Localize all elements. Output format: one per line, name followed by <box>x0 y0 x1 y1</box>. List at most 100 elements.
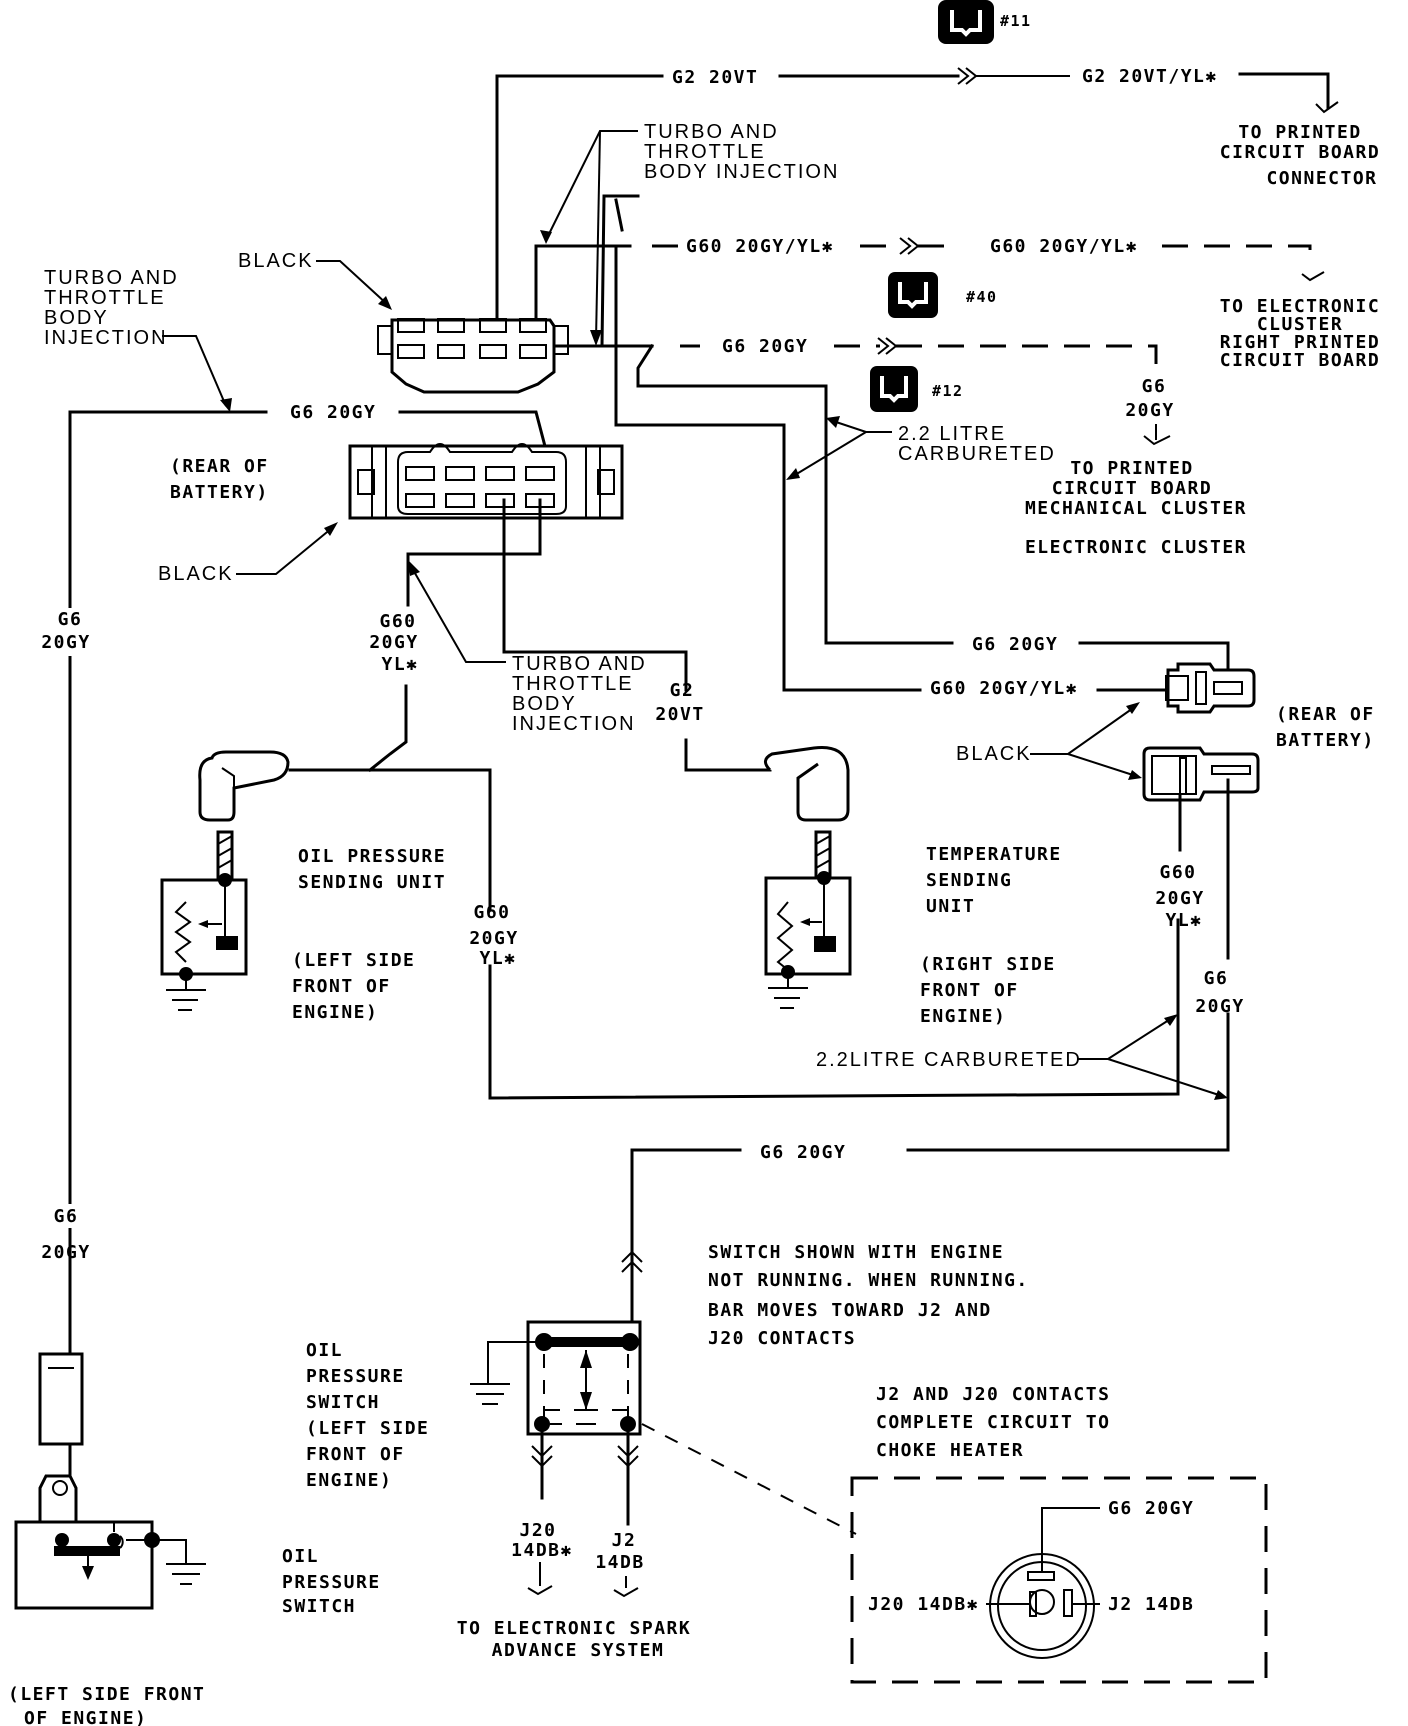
label-right-side-front: (RIGHT SIDE FRONT OF ENGINE) <box>920 954 1054 1027</box>
svg-text:UNIT: UNIT <box>926 896 975 917</box>
label-oil-switch-left: OIL PRESSURE SWITCH (LEFT SIDE FRONT OF … <box>306 1340 429 1491</box>
wire-label-g6-r-1: G6 <box>1204 968 1229 989</box>
in-line-connector-icon <box>377 318 569 394</box>
wire-label-g60-top-left: G60 20GY/YL✱ <box>686 236 834 257</box>
wire-label-j20-1: J20 <box>519 1520 556 1541</box>
label-oil-switch-2: OIL PRESSURE SWITCH <box>282 1546 379 1617</box>
svg-text:20GY: 20GY <box>41 632 90 653</box>
svg-text:FRONT OF: FRONT OF <box>292 976 391 997</box>
label-black-right: BLACK <box>956 743 1032 765</box>
connector-reference-icon <box>888 272 938 318</box>
label-rear-battery-left: (REAR OF BATTERY) <box>170 456 269 503</box>
wire-label-g60-oil-2: 20GY <box>469 928 518 949</box>
label-black-left: BLACK <box>158 563 234 585</box>
choke-detail-box <box>850 1476 1268 1684</box>
svg-text:THROTTLE: THROTTLE <box>512 673 634 695</box>
svg-text:G6: G6 <box>58 609 83 630</box>
wire-label-g2-top-right: G2 20VT/YL✱ <box>1082 66 1218 87</box>
wire-label-g60-r-3: YL✱ <box>1165 910 1202 931</box>
wire-end-icon <box>527 1562 553 1596</box>
svg-text:RIGHT PRINTED: RIGHT PRINTED <box>1220 332 1380 353</box>
svg-text:FRONT OF: FRONT OF <box>306 1444 405 1465</box>
svg-text:(LEFT SIDE: (LEFT SIDE <box>292 950 415 971</box>
svg-text:J2 AND J20 CONTACTS: J2 AND J20 CONTACTS <box>876 1384 1110 1405</box>
label-left-side-front-bottom: (LEFT SIDE FRONT OF ENGINE) <box>8 1684 205 1726</box>
in-line-connector-icon <box>1165 662 1256 714</box>
svg-text:INJECTION: INJECTION <box>512 713 636 735</box>
label-to-spark: TO ELECTRONIC SPARK ADVANCE SYSTEM <box>457 1618 691 1661</box>
wire-g2-top <box>495 67 1339 332</box>
svg-text:OIL PRESSURE: OIL PRESSURE <box>298 846 446 867</box>
connector-icon <box>617 1445 639 1468</box>
wire-label-g6-mid: G6 20GY <box>722 336 808 357</box>
wire-label-g6-switch: G6 20GY <box>760 1142 846 1163</box>
label-carb-bottom: 2.2LITRE CARBURETED <box>816 1049 1082 1071</box>
svg-text:(LEFT SIDE FRONT: (LEFT SIDE FRONT <box>8 1684 205 1705</box>
pressure-switch-icon <box>526 1320 642 1436</box>
svg-text:MECHANICAL CLUSTER: MECHANICAL CLUSTER <box>1025 498 1247 519</box>
wire-label-choke-g6: G6 20GY <box>1108 1498 1194 1519</box>
wire-label-g60-top-right: G60 20GY/YL✱ <box>990 236 1138 257</box>
wire-label-choke-j2: J2 14DB <box>1108 1594 1194 1615</box>
svg-text:(LEFT SIDE: (LEFT SIDE <box>306 1418 429 1439</box>
ground-icon <box>166 974 206 1011</box>
wire-label-g60-r-2: 20GY <box>1155 888 1204 909</box>
wire-label-g60-vert-1: G60 <box>379 611 416 632</box>
wire-label-g6-left-top: G6 20GY <box>290 402 376 423</box>
svg-text:INJECTION: INJECTION <box>44 327 168 349</box>
svg-text:SWITCH: SWITCH <box>282 1596 356 1617</box>
wire-label-g60-oil-3: YL✱ <box>479 948 516 969</box>
svg-text:TO ELECTRONIC SPARK: TO ELECTRONIC SPARK <box>457 1618 691 1639</box>
wire-end-icon <box>613 1576 639 1598</box>
svg-text:BODY: BODY <box>512 693 577 715</box>
svg-text:G6: G6 <box>54 1206 79 1227</box>
wire-label-g2-top: G2 20VT <box>672 67 758 88</box>
pressure-switch-icon <box>14 1474 187 1610</box>
svg-text:BAR MOVES TOWARD J2 AND: BAR MOVES TOWARD J2 AND <box>708 1300 992 1321</box>
svg-text:NOT RUNNING. WHEN RUNNING.: NOT RUNNING. WHEN RUNNING. <box>708 1270 1029 1291</box>
ground-icon <box>166 1563 206 1585</box>
svg-text:J20 CONTACTS: J20 CONTACTS <box>708 1328 856 1349</box>
label-black-top: BLACK <box>238 250 314 272</box>
svg-text:TO PRINTED: TO PRINTED <box>1070 458 1193 479</box>
svg-text:CIRCUIT BOARD: CIRCUIT BOARD <box>1052 478 1212 499</box>
connector-icon <box>621 1250 643 1273</box>
connector-ref-40: #40 <box>966 288 998 306</box>
wire-label-j20-2: 14DB✱ <box>511 1540 573 1561</box>
wire-label-choke-j20: J20 14DB✱ <box>868 1594 979 1615</box>
label-electronic-cluster: ELECTRONIC CLUSTER <box>1025 537 1247 558</box>
svg-text:FRONT OF: FRONT OF <box>920 980 1019 1001</box>
svg-text:2.2 LITRE: 2.2 LITRE <box>898 423 1006 445</box>
wire-label-g2-vert-2: 20VT <box>655 704 704 725</box>
svg-text:(REAR OF: (REAR OF <box>170 456 269 477</box>
ground-icon <box>470 1383 510 1405</box>
svg-text:TURBO AND: TURBO AND <box>44 267 179 289</box>
label-turbo-left: TURBO AND THROTTLE BODY INJECTION <box>44 267 179 349</box>
in-line-connector-icon <box>348 443 624 520</box>
label-choke-note: J2 AND J20 CONTACTS COMPLETE CIRCUIT TO … <box>876 1384 1110 1461</box>
svg-text:CHOKE HEATER: CHOKE HEATER <box>876 1440 1024 1461</box>
svg-text:TURBO AND: TURBO AND <box>644 121 779 143</box>
wire-label-g60-vert-3: YL✱ <box>381 654 418 675</box>
svg-text:(REAR OF: (REAR OF <box>1276 704 1375 725</box>
wire-label-j2-2: 14DB <box>595 1552 644 1573</box>
svg-text:COMPLETE CIRCUIT TO: COMPLETE CIRCUIT TO <box>876 1412 1110 1433</box>
label-to-pcb-mechanical: TO PRINTED CIRCUIT BOARD MECHANICAL CLUS… <box>1025 458 1247 519</box>
label-oil-sending: OIL PRESSURE SENDING UNIT <box>298 846 446 893</box>
label-temp-sending: TEMPERATURE SENDING UNIT <box>926 844 1060 917</box>
connector-ref-12: #12 <box>932 382 964 400</box>
svg-text:OF ENGINE): OF ENGINE) <box>24 1708 147 1726</box>
connector-icon <box>531 1445 553 1468</box>
label-to-electronic-cluster: TO ELECTRONIC CLUSTER RIGHT PRINTED CIRC… <box>1220 296 1380 371</box>
connector-reference-icon <box>938 0 994 44</box>
svg-text:SENDING: SENDING <box>926 870 1012 891</box>
wire-end-icon <box>1301 271 1325 282</box>
label-switch-note: SWITCH SHOWN WITH ENGINE NOT RUNNING. WH… <box>708 1242 1029 1349</box>
svg-text:PRESSURE: PRESSURE <box>306 1366 405 1387</box>
label-to-pcb-connector: TO PRINTED CIRCUIT BOARD CONNECTOR <box>1220 122 1379 189</box>
svg-text:CIRCUIT BOARD: CIRCUIT BOARD <box>1220 350 1380 371</box>
svg-text:ENGINE): ENGINE) <box>306 1470 392 1491</box>
svg-text:THROTTLE: THROTTLE <box>644 141 766 163</box>
label-turbo-top: TURBO AND THROTTLE BODY INJECTION <box>644 121 837 183</box>
